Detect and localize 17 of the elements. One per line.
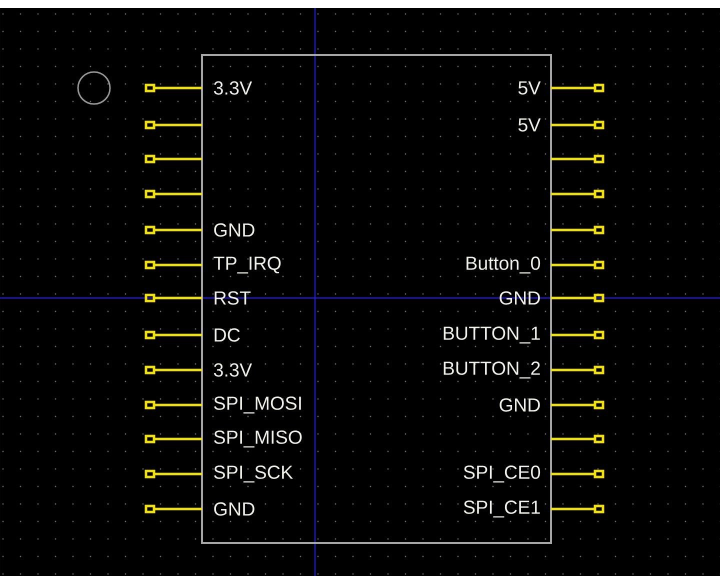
pin-label: 5V	[518, 81, 541, 95]
pin-label: BUTTON_1	[444, 326, 540, 344]
pin-label: 3.3V	[214, 81, 252, 95]
pin-label: BUTTON_2	[444, 362, 540, 378]
pin-label: SPI_MOSI	[214, 396, 301, 414]
pin-label: SPI_MISO	[214, 430, 302, 448]
pin-label: 3.3V	[214, 363, 252, 377]
pin-label: SPI_SCK	[214, 466, 293, 482]
pin-label: DC	[214, 328, 240, 342]
pin-label: GND	[214, 502, 254, 516]
pin-label: SPI_CE1	[464, 500, 540, 518]
pin-label: TP_IRQ	[214, 256, 281, 274]
pin-label: GND	[500, 398, 540, 412]
pin-label: 5V	[518, 118, 541, 132]
pin-label: Button_0	[466, 256, 540, 274]
pin-label: SPI_CE0	[464, 466, 540, 482]
pin-label: GND	[214, 223, 254, 237]
